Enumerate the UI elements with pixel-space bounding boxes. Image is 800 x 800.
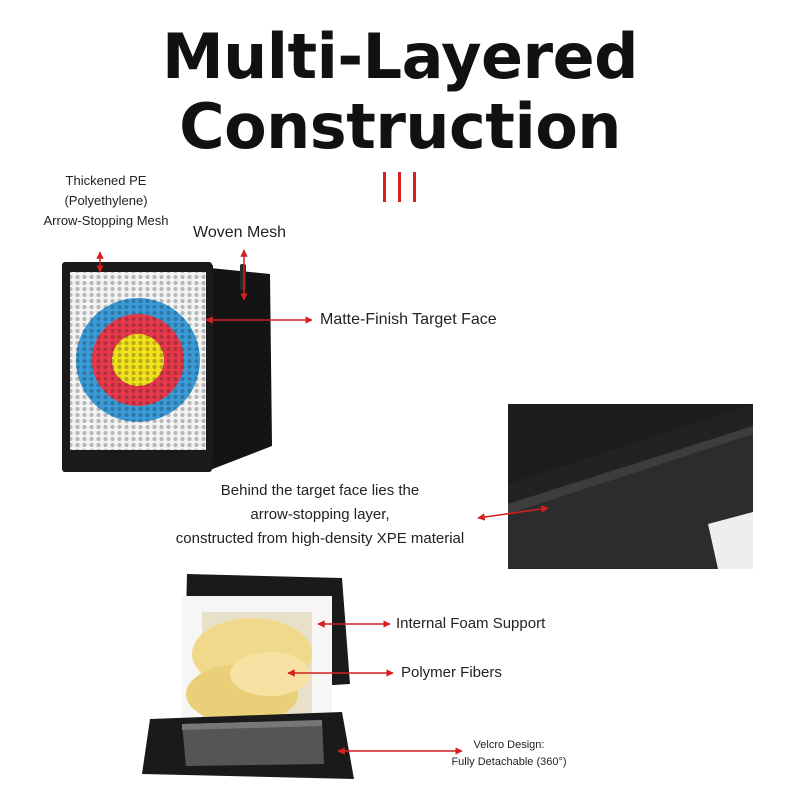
- xpe-foam-board: [508, 426, 753, 569]
- accent-bar: [398, 172, 401, 202]
- xpe-layer-image: [508, 404, 753, 569]
- label-velcro: Velcro Design: Fully Detachable (360°): [434, 737, 584, 771]
- foam-stack: [182, 720, 324, 766]
- label-pe-mesh-line: (Polyethylene): [64, 193, 148, 208]
- page-title-line-2: Construction: [179, 90, 621, 163]
- label-foam-support: Internal Foam Support: [396, 615, 546, 632]
- label-pe-mesh-line: Arrow-Stopping Mesh: [43, 213, 169, 228]
- label-xpe-line: arrow-stopping layer,: [250, 506, 390, 523]
- label-woven-mesh: Woven Mesh: [193, 224, 287, 241]
- label-xpe-line: constructed from high-density XPE materi…: [175, 530, 465, 547]
- foam-stack-edge: [182, 720, 322, 730]
- target-bag-image: [62, 262, 272, 472]
- label-velcro-line: Fully Detachable (360°): [451, 756, 567, 768]
- xpe-board-edge: [508, 426, 753, 514]
- page-title-line-1: Multi-Layered: [161, 20, 639, 93]
- label-xpe-layer: Behind the target face lies the arrow-st…: [150, 479, 490, 551]
- label-target-face: Matte-Finish Target Face: [320, 311, 497, 328]
- zipper-pull: [240, 264, 246, 290]
- bag-side-panel: [210, 268, 272, 470]
- mesh-border: [63, 265, 213, 457]
- label-polymer-fibers: Polymer Fibers: [401, 664, 502, 681]
- label-xpe-line: Behind the target face lies the: [220, 482, 420, 499]
- inner-white-layer: [708, 512, 753, 569]
- accent-bar: [413, 172, 416, 202]
- label-velcro-line: Velcro Design:: [473, 739, 545, 751]
- label-pe-mesh-line: Thickened PE: [65, 173, 147, 188]
- woven-mesh-overlay: [70, 272, 206, 450]
- open-bag-image: [142, 574, 354, 779]
- accent-bar: [383, 172, 386, 202]
- label-pe-mesh: Thickened PE (Polyethylene) Arrow-Stoppi…: [36, 171, 176, 231]
- polymer-fibers-highlight: [230, 652, 310, 696]
